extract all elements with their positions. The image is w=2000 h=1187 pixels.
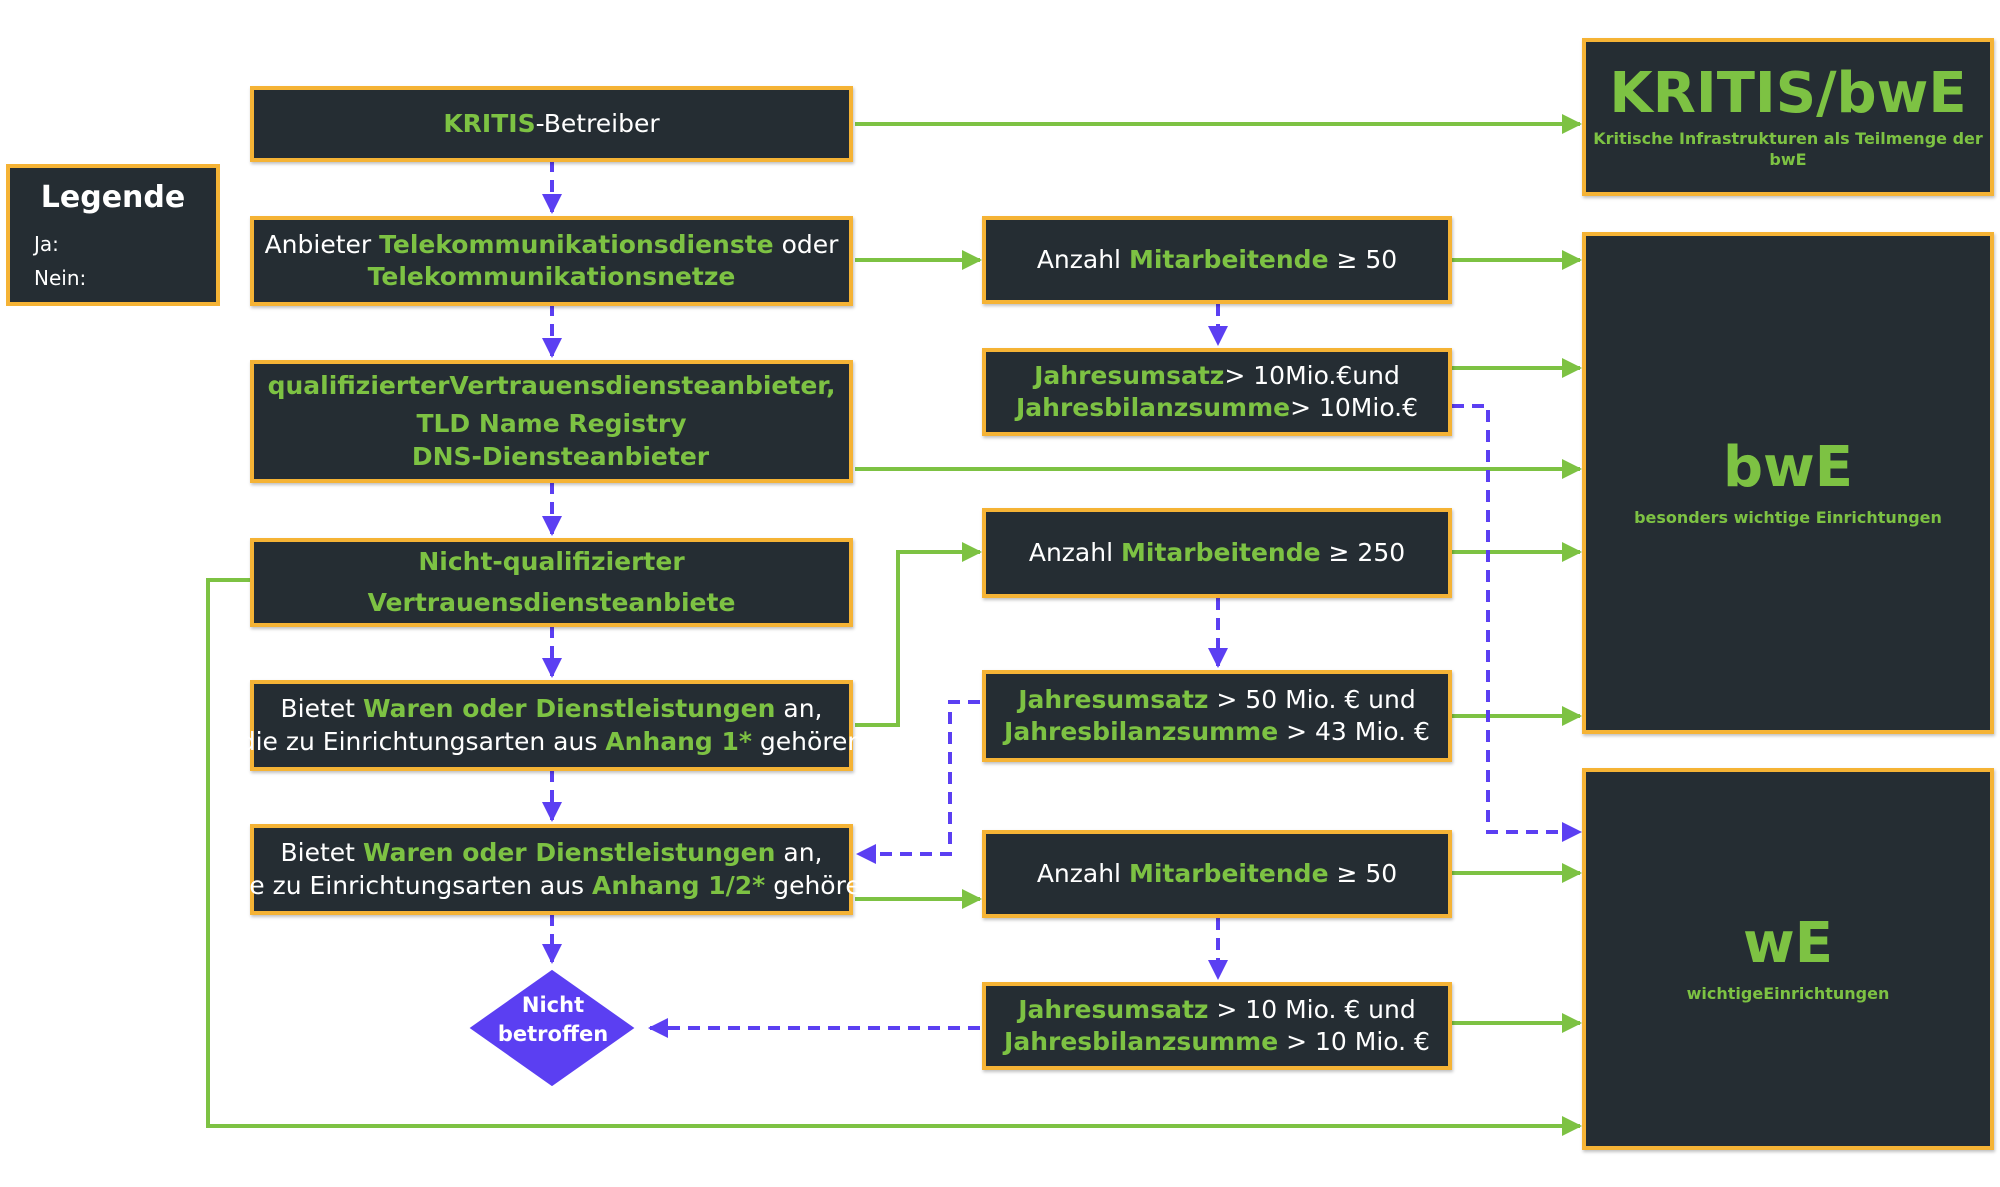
tld-registry: TLD Name Registry — [416, 409, 687, 439]
box-umsatz50: Jahresumsatz > 50 Mio. € und Jahresbilan… — [982, 670, 1452, 762]
kritis-label: KRITIS — [443, 108, 536, 138]
ma250-prefix: Anzahl — [1028, 537, 1121, 567]
legend-yes-label: Ja: — [34, 232, 59, 256]
outcome-bwe-title: bwE — [1722, 434, 1854, 500]
not-affected-diamond — [464, 966, 640, 1090]
telekom-prefix: Anbieter — [264, 229, 380, 259]
umsatz50-balance-threshold: > 43 Mio. € — [1278, 717, 1430, 746]
telekom-services: Telekommunikationsdienste — [379, 229, 774, 259]
umsatz10a-revenue: Jahresumsatz — [1034, 360, 1225, 390]
outcome-kritis-bwe: KRITIS/bwE Kritische Infrastrukturen als… — [1582, 38, 1994, 196]
umsatz10a-balance: Jahresbilanzsumme — [1015, 393, 1291, 422]
ma50b-threshold: ≥ 50 — [1328, 858, 1398, 888]
umsatz10a-revenue-threshold: > 10Mio.€und — [1224, 360, 1400, 390]
not-affected-l2: betroffen — [497, 1022, 609, 1046]
outcome-kritis-title: KRITIS/bwE — [1609, 61, 1967, 127]
umsatz50-revenue: Jahresumsatz — [1018, 684, 1209, 714]
box-umsatz10-b: Jahresumsatz > 10 Mio. € und Jahresbilan… — [982, 982, 1452, 1070]
box-ma50-b: Anzahl Mitarbeitende ≥ 50 — [982, 830, 1452, 918]
box-anhang12: Bietet Waren oder Dienstleistungen an, d… — [226, 824, 877, 915]
box-telekom: Anbieter Telekommunikationsdienste oder … — [250, 216, 853, 306]
not-affected-l1: Nicht — [521, 992, 585, 1017]
box-nonqualified: Nicht-qualifizierter Vertrauensdienstean… — [250, 538, 853, 627]
telekom-networks: Telekommunikationsnetze — [367, 262, 736, 291]
arrow-umsatz10a-no — [1452, 404, 1582, 842]
anhang1-an: an, — [775, 694, 823, 723]
ma250-threshold: ≥ 250 — [1320, 537, 1406, 567]
betreiber-label: -Betreiber — [535, 108, 660, 138]
box-umsatz10-a: Jahresumsatz> 10Mio.€und Jahresbilanzsum… — [982, 348, 1452, 436]
arrow-anhang1-yes — [855, 542, 982, 727]
ma50b-employees: Mitarbeitende — [1128, 858, 1329, 888]
ma50a-prefix: Anzahl — [1036, 244, 1129, 274]
legend: Legende Ja: Nein: — [6, 164, 220, 306]
outcome-we: wE wichtigeEinrichtungen — [1582, 768, 1994, 1150]
ma50a-employees: Mitarbeitende — [1128, 244, 1329, 274]
umsatz50-revenue-threshold: > 50 Mio. € und — [1208, 684, 1416, 714]
not-affected-label: Nicht betroffen — [468, 985, 638, 1055]
anhang12-desc: die zu Einrichtungsarten aus — [226, 870, 593, 900]
outcome-we-sub: wichtigeEinrichtungen — [1686, 984, 1890, 1004]
legend-no-label: Nein: — [34, 266, 87, 290]
outcome-we-title: wE — [1743, 910, 1833, 976]
anhang1-suffix: gehören — [751, 726, 864, 756]
umsatz50-balance: Jahresbilanzsumme — [1004, 717, 1279, 746]
anhang1-goods: Waren oder Dienstleistungen — [362, 694, 776, 723]
box-ma250: Anzahl Mitarbeitende ≥ 250 — [982, 508, 1452, 598]
box-qualified-providers: qualifizierterVertrauensdiensteanbieter,… — [250, 360, 853, 483]
outcome-bwe: bwE besonders wichtige Einrichtungen — [1582, 232, 1994, 734]
anhang12-goods: Waren oder Dienstleistungen — [362, 838, 776, 867]
dns-provider: DNS-Diensteanbieter — [411, 441, 710, 471]
qualified-trust-provider: qualifizierterVertrauensdiensteanbieter — [267, 370, 826, 400]
anhang12-an: an, — [775, 838, 823, 867]
ma50b-prefix: Anzahl — [1036, 858, 1129, 888]
umsatz10b-balance: Jahresbilanzsumme — [1004, 1027, 1279, 1056]
nonqualified-l2: Vertrauensdiensteanbiete — [367, 587, 736, 617]
outcome-kritis-sub: Kritische Infrastrukturen als Teilmenge … — [1593, 129, 1983, 169]
anhang1-prefix: Bietet — [280, 694, 363, 723]
anhang1-desc: die zu Einrichtungsarten aus — [239, 726, 606, 756]
box-kritis-betreiber: KRITIS-Betreiber — [250, 86, 853, 162]
arrow-umsatz50-no — [856, 700, 980, 864]
umsatz10b-balance-threshold: > 10 Mio. € — [1278, 1027, 1430, 1056]
legend-title: Legende — [40, 180, 186, 215]
qualified-comma: , — [825, 370, 836, 400]
umsatz10a-balance-threshold: > 10Mio.€ — [1290, 393, 1419, 422]
umsatz10b-revenue: Jahresumsatz — [1018, 994, 1209, 1024]
arrow-nonqualified-yes — [206, 578, 1582, 1136]
anhang1-ref: Anhang 1* — [605, 726, 752, 756]
telekom-or: oder — [773, 229, 839, 259]
anhang12-suffix: gehören — [765, 870, 877, 900]
box-anhang1: Bietet Waren oder Dienstleistungen an, d… — [240, 680, 863, 771]
nonqualified-l1: Nicht-qualifizierter — [418, 547, 685, 576]
umsatz10b-revenue-threshold: > 10 Mio. € und — [1208, 994, 1416, 1024]
anhang12-prefix: Bietet — [280, 838, 363, 867]
box-ma50-a: Anzahl Mitarbeitende ≥ 50 — [982, 216, 1452, 304]
anhang12-ref: Anhang 1/2* — [592, 870, 766, 900]
ma50a-threshold: ≥ 50 — [1328, 244, 1398, 274]
outcome-bwe-sub: besonders wichtige Einrichtungen — [1634, 508, 1942, 528]
ma250-employees: Mitarbeitende — [1121, 537, 1321, 567]
